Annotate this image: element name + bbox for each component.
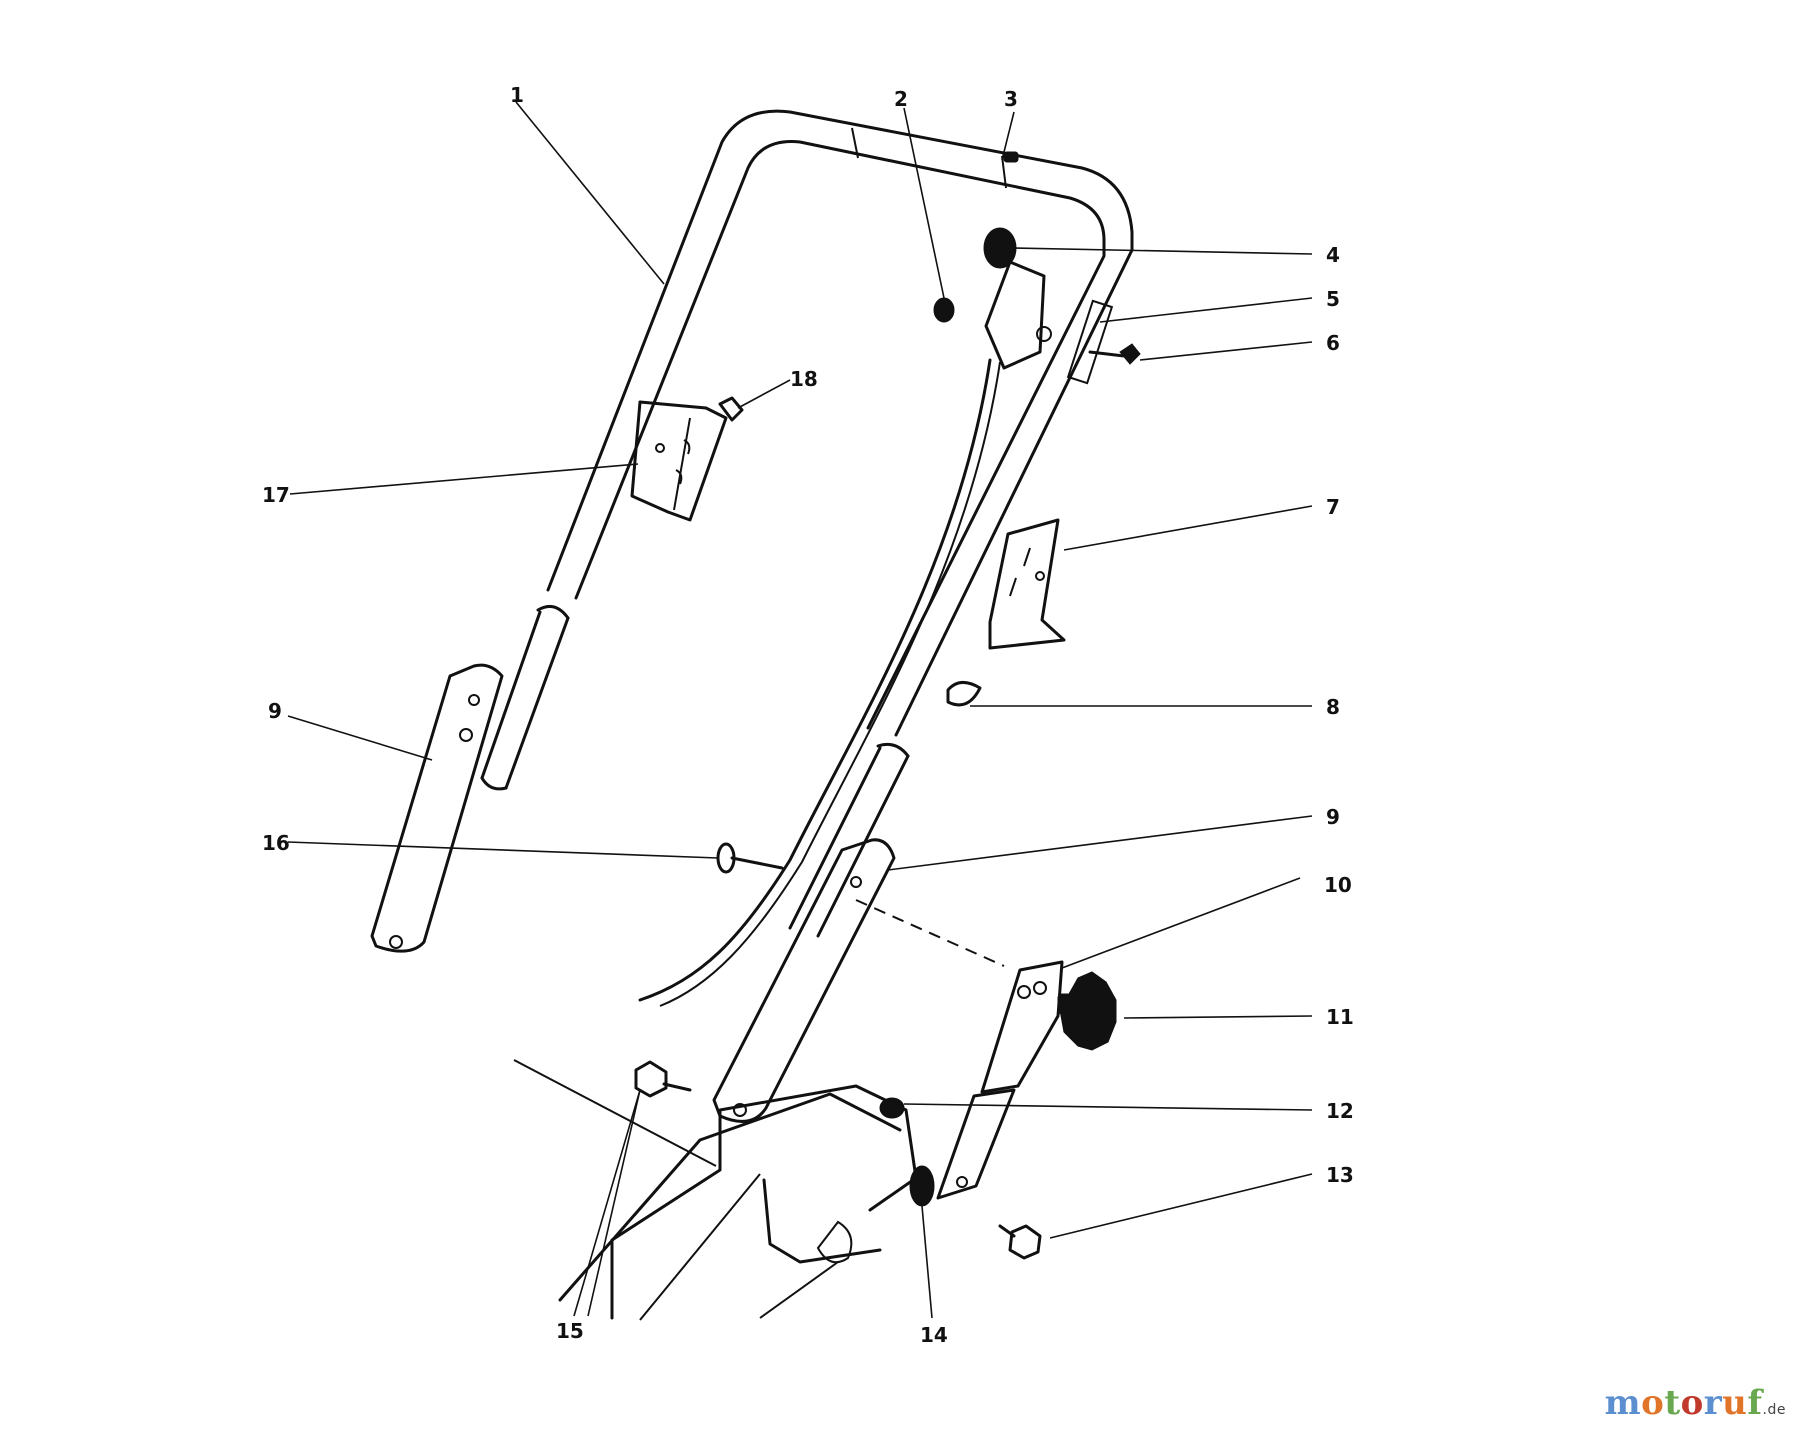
- watermark-letter: o: [1641, 1383, 1665, 1423]
- left-handle-bracket: [370, 663, 504, 953]
- adjuster-knob: [1057, 971, 1117, 1051]
- bolt-6: [1119, 343, 1141, 365]
- bolt-15: [634, 1060, 668, 1098]
- watermark-letter: o: [1680, 1383, 1704, 1423]
- callout-9-right: 9: [1326, 805, 1340, 829]
- callout-4: 4: [1326, 243, 1340, 267]
- callout-18: 18: [790, 367, 818, 391]
- throttle-cable: [638, 358, 1001, 1007]
- bolt-13: [1008, 1224, 1042, 1260]
- callout-6: 6: [1326, 331, 1340, 355]
- nut-2: [933, 297, 955, 323]
- fasteners: [634, 151, 1141, 1260]
- callout-7: 7: [1326, 495, 1340, 519]
- callout-leaders: [287, 101, 1313, 1319]
- callout-9-left: 9: [268, 699, 282, 723]
- watermark-letter: m: [1604, 1383, 1642, 1423]
- watermark-letter: f: [1747, 1383, 1763, 1423]
- callout-14: 14: [920, 1323, 948, 1347]
- callout-10: 10: [1324, 873, 1352, 897]
- callout-1: 1: [510, 83, 524, 107]
- clip-17: [630, 400, 728, 522]
- upper-handle-tube: [546, 109, 1134, 737]
- callout-5: 5: [1326, 287, 1340, 311]
- callout-3: 3: [1004, 87, 1018, 111]
- screw-3: [1003, 151, 1019, 163]
- watermark-name: motoruf: [1605, 1383, 1763, 1423]
- clip-8: [946, 681, 982, 707]
- callout-2: 2: [894, 87, 908, 111]
- callout-labels: 1 2 3 4 5 6 7 8 9 9 10 11 12 13 14 15 16…: [262, 83, 1354, 1347]
- callout-13: 13: [1326, 1163, 1354, 1187]
- mower-deck-fragment: [513, 899, 1005, 1321]
- watermark-letter: u: [1722, 1383, 1748, 1423]
- watermark-tld: .de: [1762, 1402, 1786, 1418]
- watermark-logo: motoruf.de: [1605, 1383, 1786, 1423]
- washer-14: [909, 1165, 935, 1207]
- clip-7: [988, 518, 1066, 650]
- right-handle-bracket: [712, 838, 896, 1123]
- callout-17: 17: [262, 483, 290, 507]
- callout-15: 15: [556, 1319, 584, 1343]
- watermark-letter: t: [1664, 1383, 1681, 1423]
- callout-12: 12: [1326, 1099, 1354, 1123]
- throttle-control: [983, 227, 1114, 385]
- lower-right-tube: [788, 742, 910, 938]
- callout-11: 11: [1326, 1005, 1354, 1029]
- watermark-letter: r: [1703, 1383, 1723, 1423]
- adjuster-plate: [936, 960, 1064, 1200]
- callout-16: 16: [262, 831, 290, 855]
- callout-8: 8: [1326, 695, 1340, 719]
- screw-18: [718, 396, 744, 422]
- lower-left-tube: [480, 604, 570, 791]
